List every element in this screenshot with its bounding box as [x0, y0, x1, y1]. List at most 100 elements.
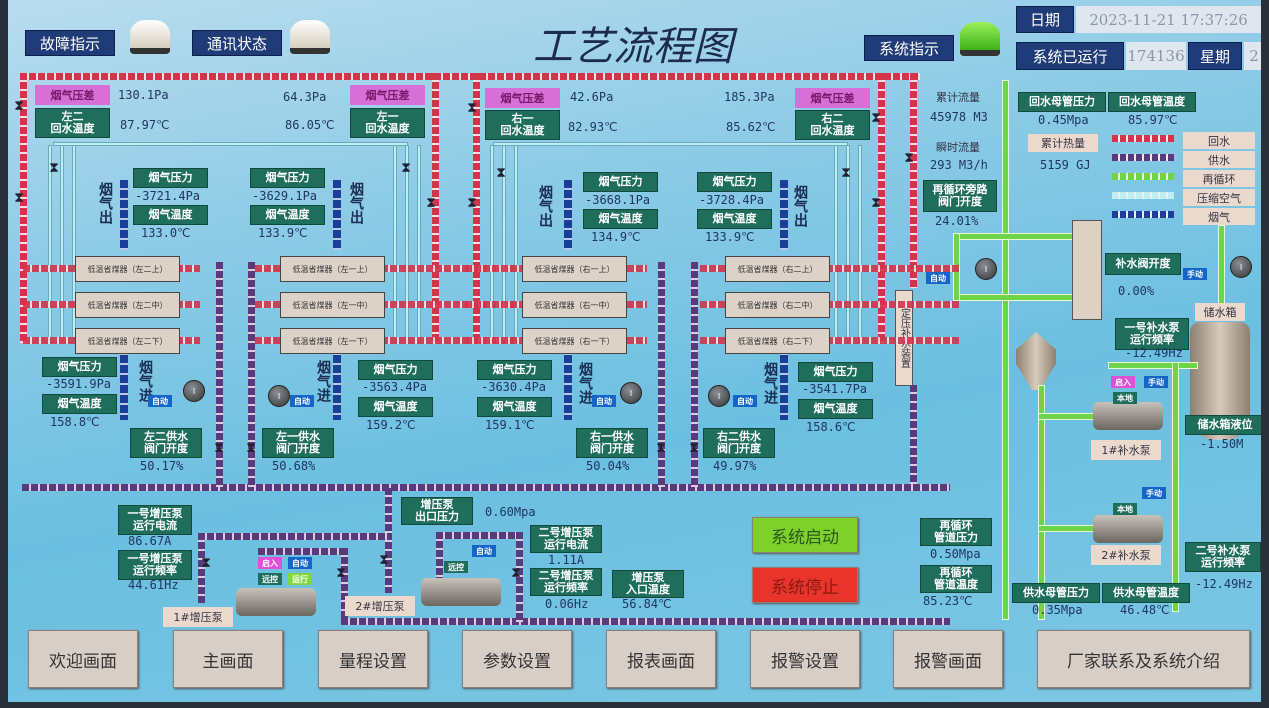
- butterfly-valve-icon[interactable]: ⧗: [201, 555, 211, 571]
- butterfly-valve-icon[interactable]: ⧗: [467, 195, 477, 211]
- recirculation-pipe: [1038, 385, 1045, 620]
- flue-out-pressure-label: 烟气压力: [250, 168, 325, 188]
- booster-pump1-icon[interactable]: [236, 588, 316, 616]
- booster1-remote-badge: 远控: [258, 573, 282, 585]
- recirc-temp-label: 再循环 管道温度: [920, 565, 992, 593]
- nav-button-6[interactable]: 报警画面: [893, 630, 1003, 688]
- flue-in-pressure-value: -3563.4Pa: [362, 380, 428, 394]
- filter-hopper-icon: [1016, 332, 1056, 390]
- heat-exchanger-icon: [1072, 220, 1102, 320]
- flow-total-value: 45978 M3: [930, 110, 988, 124]
- system-stop-button[interactable]: 系统停止: [752, 567, 858, 603]
- compressed-air-pipe: [60, 145, 64, 340]
- butterfly-valve-icon[interactable]: ⧗: [467, 100, 477, 116]
- butterfly-valve-icon[interactable]: ⧗: [496, 165, 506, 181]
- return-temp-label: 左二 回水温度: [35, 108, 110, 138]
- compressed-air-pipe: [834, 145, 838, 340]
- butterfly-valve-icon[interactable]: ⧗: [14, 98, 24, 114]
- compressed-air-pipe: [417, 145, 421, 340]
- flow-inst-label: 瞬时流量: [936, 141, 980, 154]
- flue-in-pressure-label: 烟气压力: [798, 362, 873, 382]
- supply-water-pipe: [436, 532, 443, 592]
- booster2-current-label: 二号增压泵 运行电流: [530, 525, 602, 553]
- return-temp-value: 85.62℃: [726, 120, 776, 134]
- butterfly-valve-icon[interactable]: ⧗: [401, 160, 411, 176]
- flue-out-temp-value: 133.9℃: [258, 226, 308, 240]
- economizer-heater: 低温省煤器（左二中）: [75, 292, 180, 318]
- valve-actuator-icon[interactable]: I: [183, 380, 205, 402]
- recirc-pressure-value: 0.50Mpa: [930, 547, 981, 561]
- booster2-current-value: 1.11A: [548, 553, 585, 567]
- booster1-current-value: 86.67A: [128, 534, 172, 548]
- supply-water-pipe: [258, 548, 348, 555]
- valve-actuator-icon[interactable]: I: [268, 385, 290, 407]
- butterfly-valve-icon[interactable]: ⧗: [511, 565, 521, 581]
- return-temp-label: 左一 回水温度: [350, 108, 425, 138]
- butterfly-valve-icon[interactable]: ⧗: [841, 165, 851, 181]
- legend-label: 回水: [1183, 132, 1255, 149]
- nav-button-2[interactable]: 量程设置: [318, 630, 428, 688]
- butterfly-valve-icon[interactable]: ⧗: [904, 150, 914, 166]
- butterfly-valve-icon[interactable]: ⧗: [246, 440, 256, 456]
- pump2-local-badge: 本地: [1113, 503, 1137, 515]
- butterfly-valve-icon[interactable]: ⧗: [379, 552, 389, 568]
- nav-button-5[interactable]: 报警设置: [750, 630, 860, 688]
- makeup-pump1-freq-label: 一号补水泵 运行频率: [1115, 318, 1189, 350]
- booster-inlet-temp-value: 56.84℃: [622, 597, 672, 611]
- comm-status-label: 通讯状态: [192, 30, 282, 56]
- legend-swatch-4: [1112, 211, 1174, 218]
- supply-water-pipe: [248, 262, 255, 487]
- flue-out-temp-value: 133.0℃: [141, 226, 191, 240]
- supply-main-pressure-label: 供水母管压力: [1012, 583, 1100, 603]
- flue-out-pressure-label: 烟气压力: [583, 172, 658, 192]
- butterfly-valve-icon[interactable]: ⧗: [14, 190, 24, 206]
- makeup-valve-actuator-icon[interactable]: I: [1230, 256, 1252, 278]
- butterfly-valve-icon[interactable]: ⧗: [426, 195, 436, 211]
- flue-in-label: 烟气进: [137, 360, 153, 402]
- valve-actuator-icon[interactable]: I: [708, 385, 730, 407]
- flue-in-label: 烟气进: [762, 362, 778, 404]
- return-temp-value: 82.93℃: [568, 120, 618, 134]
- flue-in-pressure-label: 烟气压力: [358, 360, 433, 380]
- flue-out-temp-value: 133.9℃: [705, 230, 755, 244]
- booster-outlet-pressure-label: 增压泵 出口压力: [401, 497, 473, 525]
- supply-water-pipe: [22, 484, 950, 491]
- system-start-button[interactable]: 系统启动: [752, 517, 858, 553]
- system-lamp-icon: [960, 22, 1000, 56]
- supply-valve-opening-value: 49.97%: [713, 459, 757, 473]
- supply-water-pipe: [516, 532, 523, 622]
- nav-button-0[interactable]: 欢迎画面: [28, 630, 138, 688]
- makeup-pump2-icon[interactable]: [1093, 515, 1163, 543]
- economizer-heater: 低温省煤器（左一中）: [280, 292, 385, 318]
- recirc-temp-value: 85.23℃: [923, 594, 973, 608]
- butterfly-valve-icon[interactable]: ⧗: [656, 440, 666, 456]
- booster-inlet-temp-label: 增压泵 入口温度: [612, 570, 684, 598]
- nav-button-3[interactable]: 参数设置: [462, 630, 572, 688]
- butterfly-valve-icon[interactable]: ⧗: [49, 160, 59, 176]
- booster2-freq-label: 二号增压泵 运行频率: [530, 568, 602, 596]
- flue-out-pressure-value: -3668.1Pa: [585, 193, 651, 207]
- nav-button-1[interactable]: 主画面: [173, 630, 283, 688]
- recirculation-pump-icon[interactable]: I: [975, 258, 997, 280]
- legend-label: 再循环: [1183, 170, 1255, 187]
- butterfly-valve-icon[interactable]: ⧗: [214, 440, 224, 456]
- makeup-pump1-icon[interactable]: [1093, 402, 1163, 430]
- butterfly-valve-icon[interactable]: ⧗: [871, 195, 881, 211]
- recirculation-pipe: [1038, 525, 1098, 532]
- booster-pump2-icon[interactable]: [421, 578, 501, 606]
- nav-button-7[interactable]: 厂家联系及系统介绍: [1037, 630, 1250, 688]
- butterfly-valve-icon[interactable]: ⧗: [871, 110, 881, 126]
- return-water-branch-pipe: [255, 301, 518, 308]
- flue-dp-label: 烟气压差: [350, 85, 425, 105]
- valve-actuator-icon[interactable]: I: [620, 382, 642, 404]
- economizer-heater: 低温省煤器（左二下）: [75, 328, 180, 354]
- booster-pump2-label: 2#增压泵: [345, 596, 415, 616]
- butterfly-valve-icon[interactable]: ⧗: [336, 565, 346, 581]
- nav-button-4[interactable]: 报表画面: [606, 630, 716, 688]
- butterfly-valve-icon[interactable]: ⧗: [689, 440, 699, 456]
- flow-total-label: 累计流量: [936, 91, 980, 104]
- runtime-value: 174136: [1126, 42, 1186, 70]
- supply-water-pipe: [198, 533, 205, 603]
- flue-out-label: 烟气出: [792, 185, 808, 227]
- recirculation-pipe: [953, 294, 1073, 301]
